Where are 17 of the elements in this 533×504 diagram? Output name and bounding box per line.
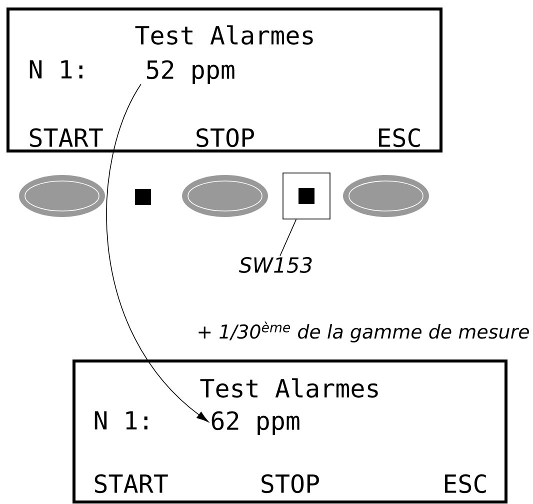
display-value: 52 ppm [146, 60, 234, 84]
display-value: 62 ppm [212, 411, 300, 435]
softkey-label: START [94, 474, 168, 494]
softkey-label: ESC [379, 128, 420, 148]
softkey-label: STOP [196, 128, 254, 148]
leader-line [280, 219, 297, 256]
switch-box [282, 172, 330, 220]
softkey-label: STOP [262, 474, 319, 494]
softkey-label: START [30, 128, 103, 148]
softkey-label: ESC [445, 474, 486, 494]
display-title: Test Alarmes [200, 378, 378, 398]
curved-arrow [106, 84, 209, 422]
edge-label: + 1/30$^{ème}$ de la gamme de mesure [196, 320, 531, 344]
display-title: Test Alarmes [135, 25, 313, 45]
switch-label: SW153 [239, 257, 312, 273]
display-text: N 1: [30, 60, 82, 78]
display-text: N 1: [94, 411, 148, 430]
